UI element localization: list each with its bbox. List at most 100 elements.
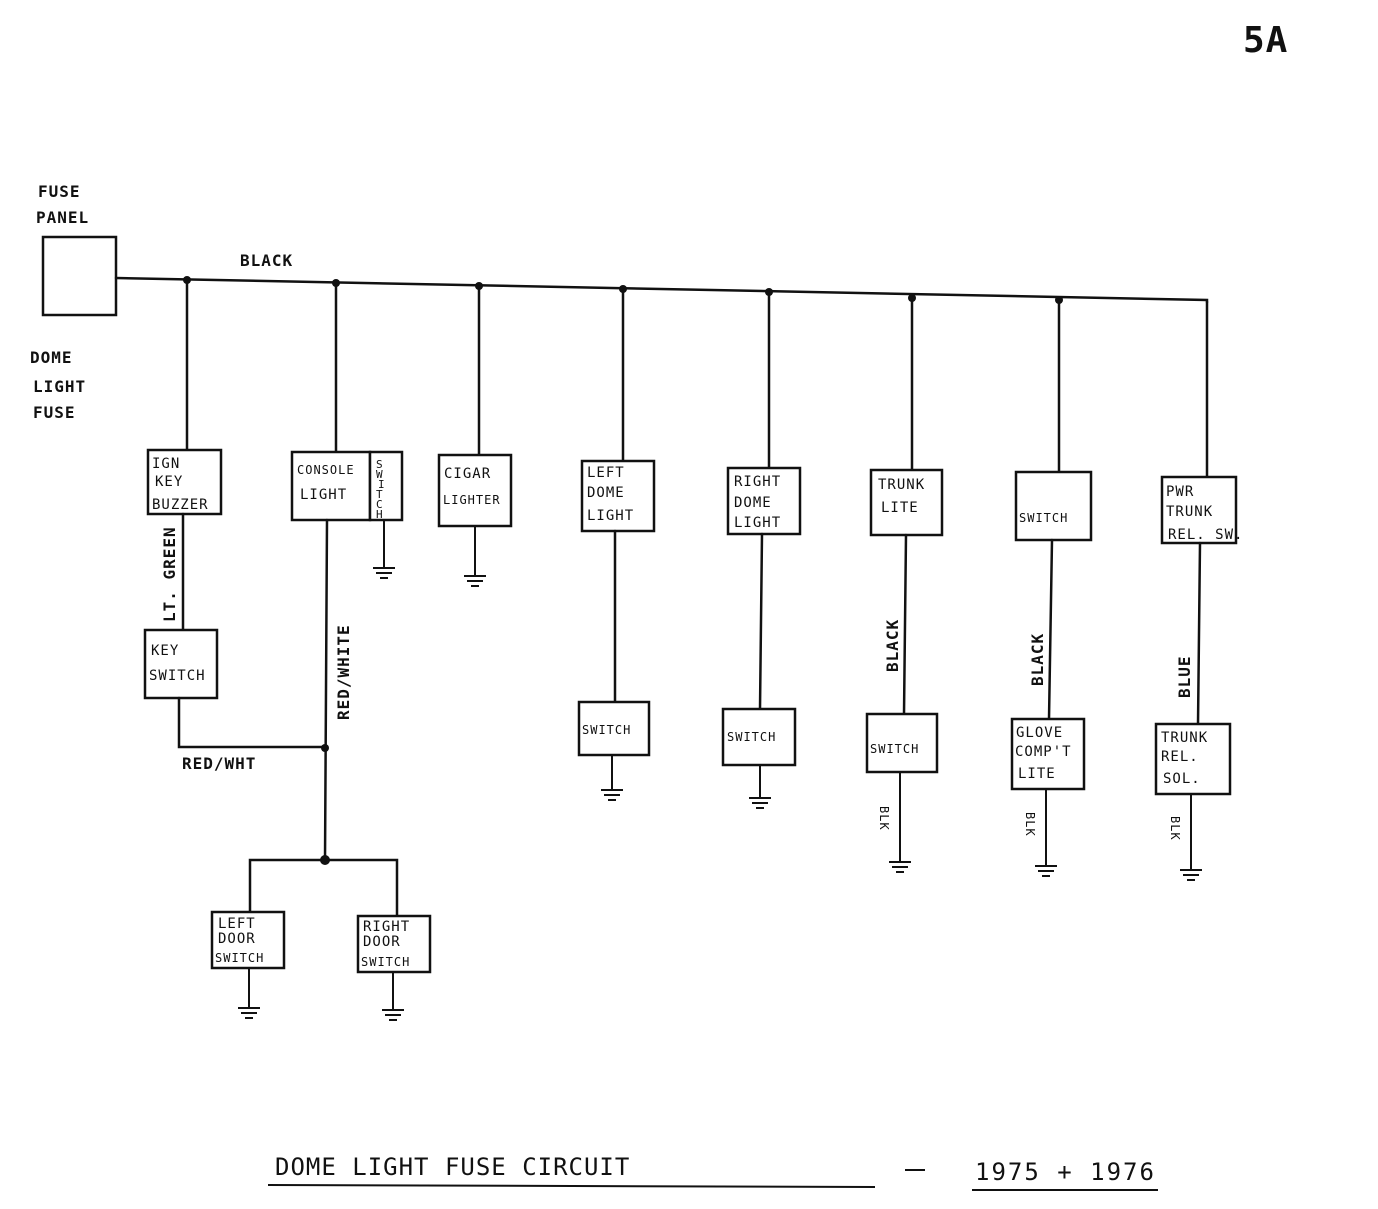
console-switch-box	[368, 450, 404, 522]
ign-key-buzzer-label-1: IGN	[152, 456, 180, 472]
left-dome-light-box	[580, 459, 656, 533]
trunk-ground-strap-label: BLK	[877, 806, 891, 831]
bus-node	[765, 288, 773, 296]
left-dome-light-label-1: LEFT	[587, 465, 625, 481]
left-door-switch-label-3: SWITCH	[215, 951, 264, 965]
right-door-switch-label-2: DOOR	[363, 934, 401, 950]
left-door-switch-box	[210, 910, 286, 970]
key-switch-box	[143, 628, 219, 700]
left-dome-switch-label: SWITCH	[582, 723, 631, 737]
cigar-lighter-label-2: LIGHTER	[443, 493, 501, 507]
pwr-trunk-rel-sw-label-3: REL. SW.	[1168, 527, 1243, 543]
fuse-panel-box	[41, 235, 118, 317]
right-door-switch-label-3: SWITCH	[361, 955, 410, 969]
trunk-switch-box	[865, 712, 939, 774]
left-dome-switch-box	[577, 700, 651, 757]
fuse-panel-label-1: FUSE	[38, 182, 81, 201]
glove-comp-lite-box	[1010, 717, 1086, 791]
ground-symbol	[238, 1007, 260, 1019]
trunk-rel-sol-label-2: REL.	[1161, 749, 1199, 765]
ground-symbol	[889, 861, 911, 873]
bus-wire-label: BLACK	[240, 251, 293, 270]
glove-ground-strap-label: BLK	[1023, 812, 1037, 837]
console-switch-letter: T	[376, 488, 384, 501]
trunk-switch-label: SWITCH	[870, 742, 919, 756]
trunk-rel-sol-label-3: SOL.	[1163, 771, 1201, 787]
console-switch-letter: S	[376, 458, 384, 471]
diagram-title: DOME LIGHT FUSE CIRCUIT	[275, 1153, 630, 1181]
console-light-label-1: CONSOLE	[297, 463, 355, 477]
sol-ground-strap-label: BLK	[1168, 816, 1182, 841]
right-dome-switch-wire	[758, 532, 764, 711]
trunk-rel-sol-box	[1154, 722, 1232, 796]
glove-comp-lite-label-3: LITE	[1018, 766, 1056, 782]
ground-symbol	[382, 1009, 404, 1021]
glove-switch-label: SWITCH	[1019, 511, 1068, 525]
left-door-switch-label-1: LEFT	[218, 916, 256, 932]
ign-key-buzzer-label-2: KEY	[155, 474, 183, 490]
ign-key-buzzer-box	[146, 448, 223, 516]
glove-switch-box	[1014, 470, 1093, 542]
trunk-lite-label-2: LITE	[881, 500, 919, 516]
trunk-black-wire	[902, 533, 908, 716]
glove-comp-lite-label-2: COMP'T	[1015, 744, 1072, 760]
glove-black-label: BLACK	[1028, 633, 1047, 686]
ground-symbol	[749, 797, 771, 809]
bus-node	[619, 285, 627, 293]
trunk-lite-box	[869, 468, 944, 537]
ground-symbol	[601, 789, 623, 801]
right-door-switch-box	[356, 914, 432, 974]
bus-node	[475, 282, 483, 290]
diagram-years: 1975 + 1976	[975, 1158, 1156, 1186]
right-dome-light-label-3: LIGHT	[734, 515, 781, 531]
pwr-trunk-rel-sw-label-2: TRUNK	[1166, 504, 1213, 520]
console-light-label-2: LIGHT	[300, 487, 347, 503]
right-dome-light-label-1: RIGHT	[734, 474, 781, 490]
console-switch-letter: I	[378, 478, 386, 491]
pwr-trunk-rel-sw-label-1: PWR	[1166, 484, 1194, 500]
red-wht-label: RED/WHT	[182, 754, 256, 773]
ground-symbol	[373, 567, 395, 579]
page-number: 5A	[1243, 20, 1288, 61]
console-switch-letter: C	[376, 498, 384, 511]
title-underline	[267, 1184, 876, 1188]
blue-label: BLUE	[1175, 655, 1194, 698]
trunk-rel-sol-label-1: TRUNK	[1161, 730, 1208, 746]
console-light-box	[290, 450, 372, 522]
cigar-lighter-label-1: CIGAR	[444, 466, 491, 482]
red-white-wire	[323, 518, 329, 862]
bus-node	[183, 276, 191, 284]
ground-symbol	[1035, 865, 1057, 877]
door-switch-branch	[248, 858, 399, 918]
pwr-trunk-rel-sw-box	[1160, 475, 1238, 545]
bus-node	[1055, 296, 1063, 304]
lt-green-label: LT. GREEN	[160, 526, 179, 622]
blue-wire	[1196, 541, 1202, 726]
right-dome-light-box	[726, 466, 802, 536]
ground-symbol	[1180, 869, 1202, 881]
splice-node	[321, 744, 329, 752]
glove-black-wire	[1047, 538, 1054, 721]
left-dome-light-label-3: LIGHT	[587, 508, 634, 524]
trunk-lite-label-1: TRUNK	[878, 477, 925, 493]
right-door-switch-label-1: RIGHT	[363, 919, 410, 935]
fuse-name-3: FUSE	[33, 403, 76, 422]
left-dome-light-label-2: DOME	[587, 485, 625, 501]
console-switch-letter: H	[376, 508, 384, 521]
console-switch-letter: W	[376, 468, 384, 481]
trunk-black-label: BLACK	[883, 619, 902, 672]
ign-key-buzzer-label-3: BUZZER	[152, 497, 209, 513]
bus-node	[908, 294, 916, 302]
fuse-name-1: DOME	[30, 348, 73, 367]
ground-symbol	[464, 575, 486, 587]
black-bus-wire	[114, 276, 1209, 304]
red-wht-wire	[177, 696, 327, 749]
fuse-panel-label-2: PANEL	[36, 208, 89, 227]
key-switch-label-1: KEY	[151, 643, 179, 659]
glove-comp-lite-label-1: GLOVE	[1016, 725, 1063, 741]
red-white-label: RED/WHITE	[334, 624, 353, 720]
bus-node	[332, 279, 340, 287]
left-door-switch-label-2: DOOR	[218, 931, 256, 947]
right-dome-light-label-2: DOME	[734, 495, 772, 511]
